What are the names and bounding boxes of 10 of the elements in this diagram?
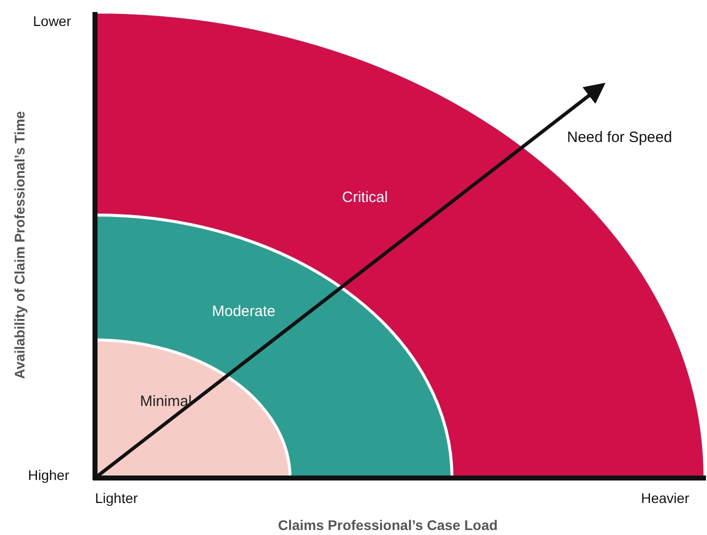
axis-end-label: Lighter [95,489,138,508]
axis-end-label: Higher [28,466,70,485]
band-label: Critical [342,188,388,208]
band-label: Minimal [140,392,192,412]
axis-end-label: Lower [33,12,72,31]
axis-title: Claims Professional’s Case Load [278,516,498,535]
axis-title: Availability of Claim Professional’s Time [10,111,28,379]
arrow-label: Need for Speed [567,128,672,148]
axis-end-label: Heavier [641,489,690,508]
band-label: Moderate [212,302,276,322]
